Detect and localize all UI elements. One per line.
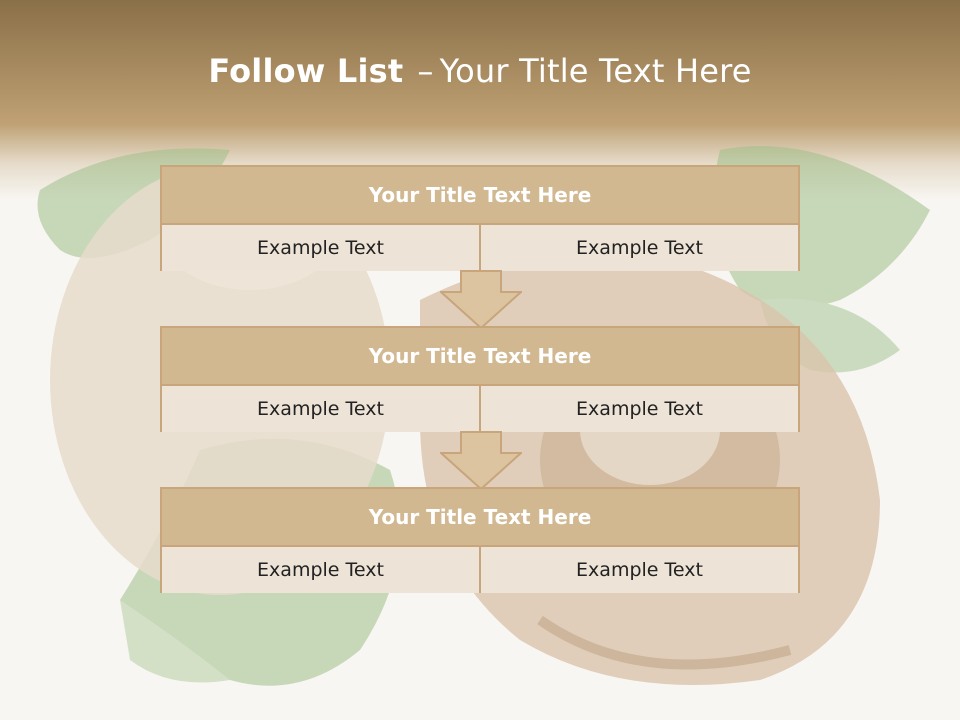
step-right-text: Example Text (479, 386, 798, 432)
step-title: Your Title Text Here (162, 328, 798, 386)
slide-title: Follow List–Your Title Text Here (0, 52, 960, 90)
step-left-text: Example Text (162, 386, 479, 432)
step-right-text: Example Text (479, 225, 798, 271)
step-left-text: Example Text (162, 547, 479, 593)
step-title: Your Title Text Here (162, 167, 798, 225)
title-rest-text: Your Title Text Here (439, 52, 752, 90)
down-arrow-icon (440, 431, 522, 491)
step-box-1: Your Title Text Here Example Text Exampl… (160, 165, 800, 271)
step-row: Example Text Example Text (162, 386, 798, 432)
step-left-text: Example Text (162, 225, 479, 271)
step-box-3: Your Title Text Here Example Text Exampl… (160, 487, 800, 593)
step-row: Example Text Example Text (162, 225, 798, 271)
step-title: Your Title Text Here (162, 489, 798, 547)
step-right-text: Example Text (479, 547, 798, 593)
step-box-2: Your Title Text Here Example Text Exampl… (160, 326, 800, 432)
down-arrow-icon (440, 270, 522, 330)
step-row: Example Text Example Text (162, 547, 798, 593)
title-separator: – (417, 52, 434, 90)
title-bold-text: Follow List (208, 52, 404, 90)
